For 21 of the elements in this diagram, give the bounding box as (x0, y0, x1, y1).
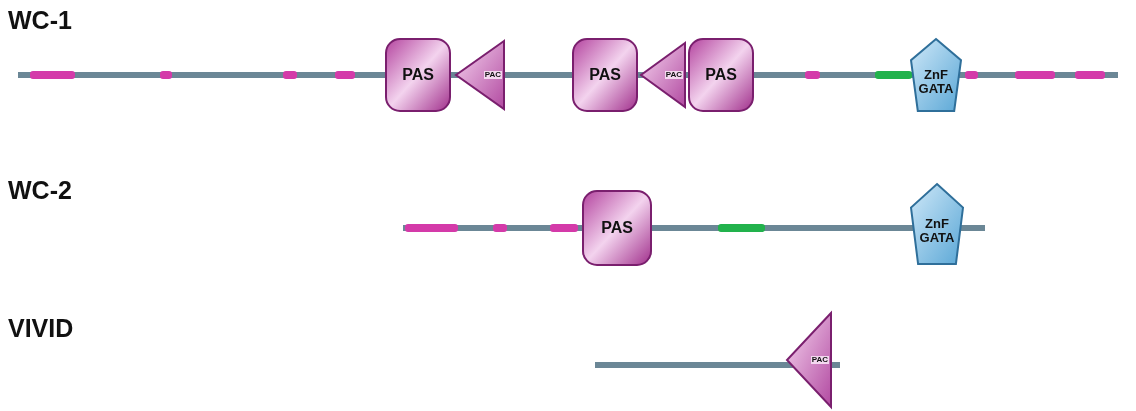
domain-label: PAC (810, 355, 829, 365)
pas-domain-box (582, 190, 652, 266)
domain-label: PAS (589, 66, 621, 84)
domain-label: PAS (402, 66, 434, 84)
pas-domain-box (385, 38, 451, 112)
pac-domain-triangle (786, 312, 832, 408)
domain-label: PAS (705, 66, 737, 84)
domain-label: PAC (483, 70, 502, 80)
domain-label: PAS (601, 219, 633, 237)
protein-name: WC-2 (8, 176, 72, 205)
protein-name: VIVID (8, 314, 74, 343)
pac-domain-triangle (640, 42, 686, 108)
pas-domain-box (572, 38, 638, 112)
domain-label: ZnF GATA (919, 217, 955, 245)
zinc-finger-pentagon (910, 38, 962, 112)
zinc-finger-pentagon (910, 183, 964, 265)
domain-label: ZnF GATA (918, 68, 954, 96)
protein-name: WC-1 (8, 6, 72, 35)
pas-domain-box (688, 38, 754, 112)
pac-domain-triangle (455, 40, 505, 110)
domain-label: PAC (664, 70, 683, 80)
